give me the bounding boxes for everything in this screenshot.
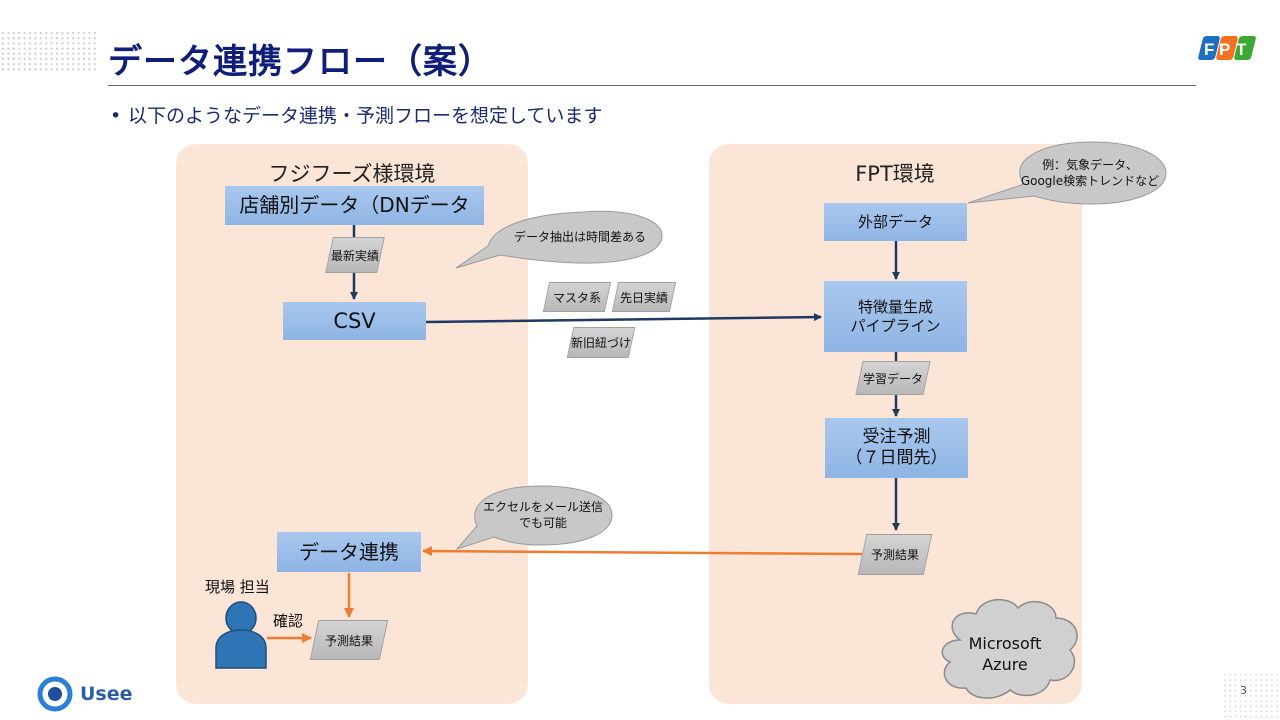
fujifoods-environment-title: フジフーズ様環境: [268, 162, 436, 186]
callout-bubble-excel: [455, 485, 613, 551]
external-data-box: 外部データ: [824, 203, 967, 241]
callout-external-line1: 例：気象データ、: [1042, 157, 1138, 172]
old-new-link-tag: 新旧紐づけ: [570, 327, 632, 358]
callout-bubble-time-lag: [455, 210, 663, 269]
callout-excel-line1: エクセルをメール送信: [482, 499, 603, 514]
order-forecast-line2: （７日間先）: [845, 448, 948, 468]
page-number: 3: [1240, 684, 1247, 697]
order-forecast-box: 受注予測 （７日間先）: [825, 418, 968, 478]
callout-time-lag-text: データ抽出は時間差ある: [513, 229, 646, 244]
latest-actual-tag: 最新実績: [329, 237, 381, 273]
store-data-box: 店舗別データ（DNデータ: [225, 186, 484, 225]
bullet-line: • 以下のようなデータ連携・予測フローを想定しています: [110, 101, 602, 128]
forecast-result-tag-site: 予測結果: [314, 620, 384, 660]
dot-pattern-decoration-bottom: [1224, 674, 1278, 718]
forecast-result-tag-fpt: 予測結果: [862, 534, 928, 575]
azure-cloud-icon: [941, 599, 1078, 699]
page-title: データ連携フロー（案）: [108, 42, 493, 82]
data-link-box: データ連携: [277, 532, 421, 572]
azure-label-line1: Microsoft: [968, 634, 1042, 654]
callout-external-line2: Google検索トレンドなど: [1020, 174, 1160, 188]
fpt-environment-title: FPT環境: [855, 162, 935, 186]
feature-pipeline-line1: 特徴量生成: [857, 297, 933, 316]
master-data-tag: マスタ系: [546, 282, 608, 312]
bullet-text: 以下のようなデータ連携・予測フローを想定しています: [128, 105, 603, 127]
training-data-tag: 学習データ: [859, 361, 927, 395]
azure-label: Microsoft Azure: [950, 632, 1060, 678]
usee-logo: Usee: [36, 676, 133, 712]
callout-bubble-external: [967, 141, 1167, 205]
fpt-logo-p: P: [1219, 40, 1230, 59]
callout-excel-text: エクセルをメール送信 でも可能: [476, 492, 610, 538]
callout-excel-line2: でも可能: [518, 516, 567, 530]
azure-label-line2: Azure: [982, 655, 1028, 674]
feature-pipeline-line2: パイプライン: [850, 316, 941, 335]
fpt-logo-icon: F P T: [1198, 36, 1256, 60]
csv-box: CSV: [283, 302, 426, 340]
fpt-logo-f: F: [1204, 40, 1214, 59]
bullet-dot: •: [110, 105, 122, 127]
usee-logo-text: Usee: [80, 683, 133, 705]
arrow-result-to-data-link: [422, 546, 863, 557]
prior-actual-tag: 先日実績: [615, 282, 673, 312]
arrow-csv-to-pipeline: [425, 313, 822, 324]
person-label: 現場 担当: [205, 578, 270, 596]
title-divider: [108, 85, 1196, 86]
person-icon: [215, 601, 267, 669]
fpt-logo-t: T: [1236, 40, 1247, 59]
order-forecast-line1: 受注予測: [862, 426, 931, 447]
dot-pattern-decoration: [1, 31, 96, 71]
callout-external-text: 例：気象データ、 Google検索トレンドなど: [1012, 150, 1168, 196]
confirm-label: 確認: [273, 612, 304, 630]
usee-logo-icon: [37, 676, 73, 712]
feature-pipeline-box: 特徴量生成 パイプライン: [824, 281, 967, 352]
